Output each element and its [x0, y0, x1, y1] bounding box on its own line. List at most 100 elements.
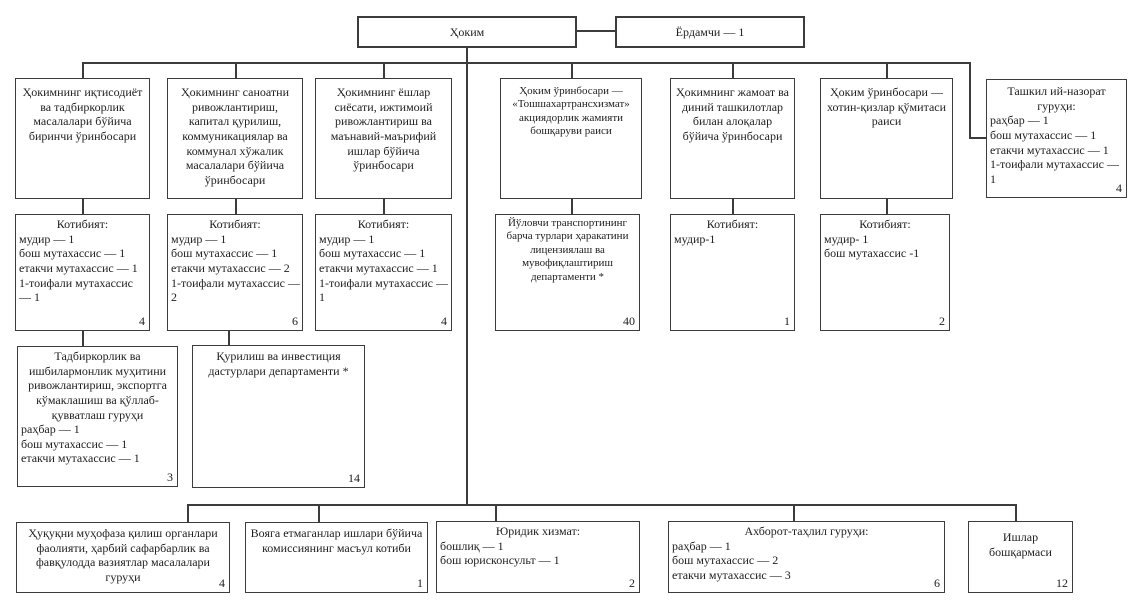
headcount-badge: 14	[348, 471, 360, 486]
staff-line: раҳбар — 1	[21, 422, 80, 437]
box-title: Котибият:	[209, 217, 261, 231]
box-business-group: Тадбиркорлик ва ишбилармонлик муҳитини р…	[17, 346, 178, 487]
box-law-enforcement-group: Ҳуқуқни муҳофаза қилиш органлари фаолият…	[16, 522, 230, 593]
box-title: Ҳоким ўринбосари — «Тошшахартрансхизмат»…	[512, 85, 630, 138]
staff-list: раҳбар — 1 бош мутахассис — 1 етакчи мут…	[18, 422, 177, 466]
box-deputy-public-religious: Ҳокимнинг жамоат ва диний ташкилотлар би…	[670, 78, 795, 199]
staff-line: бош мутахассис — 1	[319, 246, 426, 261]
staff-line: мудир-1	[674, 231, 716, 246]
box-title: Ҳокимнинг ёшлар сиёсати, ижтимоий ривожл…	[330, 85, 437, 173]
connector-line	[886, 62, 888, 78]
box-deputy-transport: Ҳоким ўринбосари — «Тошшахартрансхизмат»…	[500, 78, 642, 199]
staff-list: мудир-1	[671, 232, 794, 247]
box-deputy-women: Ҳоким ўринбосари — хотин-қизлар қўмитаси…	[820, 78, 953, 199]
connector-line	[318, 504, 320, 522]
box-affairs-department: Ишлар бошқармаси 12	[968, 521, 1073, 593]
staff-line: етакчи мутахассис — 1	[19, 260, 138, 275]
staff-list: мудир — 1 бош мутахассис — 1 етакчи мута…	[16, 232, 149, 305]
connector-line	[495, 504, 497, 521]
box-legal-service: Юридик хизмат: бошлиқ — 1 бош юрисконсул…	[436, 521, 640, 593]
staff-list: мудир — 1 бош мутахассис — 1 етакчи мута…	[168, 232, 302, 305]
staff-line: бош мутахассис -1	[824, 246, 920, 261]
staff-line: 1-тоифали мутахассис — 1	[319, 275, 448, 305]
box-assistant: Ёрдамчи — 1	[615, 16, 805, 48]
connector-line	[571, 62, 573, 78]
staff-line: 1-тоифали мутахассис — 2	[171, 275, 300, 305]
box-title: Йўловчи транспортининг барча турлари ҳар…	[506, 217, 629, 283]
staff-line: мудир- 1	[824, 231, 869, 246]
box-title: Котибият:	[357, 217, 410, 231]
box-title: Котибият:	[859, 217, 911, 231]
box-title: Ҳокимнинг жамоат ва диний ташкилотлар би…	[675, 85, 789, 143]
connector-line	[82, 331, 84, 346]
connector-line	[82, 62, 84, 78]
staff-line: бошлиқ — 1	[440, 538, 504, 553]
staff-line: етакчи мутахассис — 3	[672, 567, 791, 582]
connector-line	[82, 199, 84, 214]
staff-line: бош мутахассис — 1	[171, 246, 278, 261]
headcount-badge: 2	[939, 314, 945, 329]
box-title: Ҳоким ўринбосари — хотин-қизлар қўмитаси…	[826, 85, 947, 129]
connector-line	[571, 199, 573, 214]
staff-line: мудир — 1	[171, 231, 227, 246]
box-title: Юридик хизмат:	[495, 524, 581, 538]
box-info-analysis-group: Ахборот-таҳлил гуруҳи: раҳбар — 1 бош му…	[668, 521, 945, 593]
headcount-badge: 6	[292, 314, 298, 329]
staff-list: бошлиқ — 1 бош юрисконсульт — 1	[437, 539, 639, 568]
staff-line: мудир — 1	[319, 231, 375, 246]
box-secretariat-1: Котибият: мудир — 1 бош мутахассис — 1 е…	[15, 214, 150, 331]
headcount-badge: 6	[934, 576, 940, 591]
box-hokim-label: Ҳоким	[449, 24, 485, 39]
box-secretariat-4: Котибият: мудир-1 1	[670, 214, 795, 331]
headcount-badge: 4	[219, 576, 225, 591]
staff-line: бош мутахассис — 1	[990, 127, 1097, 142]
box-title: Ташкил ий-назорат гуруҳи:	[1007, 84, 1106, 113]
box-title: Ахборот-таҳлил гуруҳи:	[744, 524, 869, 538]
connector-line	[228, 331, 230, 345]
staff-line: 1-тоифали мутахассис — 1	[990, 157, 1119, 186]
staff-line: раҳбар — 1	[990, 113, 1049, 128]
staff-line: бош мутахассис — 1	[21, 436, 128, 451]
staff-line: етакчи мутахассис — 1	[319, 260, 438, 275]
connector-line	[793, 504, 795, 521]
headcount-badge: 4	[139, 314, 145, 329]
connector-line	[969, 137, 986, 139]
connector-line	[235, 62, 237, 78]
staff-list: мудир- 1 бош мутахассис -1	[821, 232, 949, 261]
connector-line	[969, 62, 971, 139]
box-title: Котибият:	[706, 217, 759, 231]
connector-line	[187, 504, 189, 522]
headcount-badge: 12	[1056, 576, 1068, 591]
box-hokim: Ҳоким	[357, 16, 577, 48]
box-assistant-label: Ёрдамчи — 1	[675, 24, 745, 39]
staff-line: мудир — 1	[19, 231, 75, 246]
staff-line: етакчи мутахассис — 1	[21, 451, 140, 466]
staff-line: етакчи мутахассис — 2	[171, 260, 290, 275]
connector-line	[383, 62, 385, 78]
staff-line: бош мутахассис — 2	[672, 553, 779, 568]
box-construction-department: Қурилиш ва инвестиция дастурлари департа…	[192, 345, 365, 488]
box-org-control-group: Ташкил ий-назорат гуруҳи: раҳбар — 1 бош…	[986, 79, 1127, 198]
headcount-badge: 1	[417, 576, 423, 591]
connector-line	[1015, 504, 1017, 521]
box-deputy-industry: Ҳокимнинг саноатни ривожлантириш, капита…	[167, 78, 303, 199]
box-title: Қурилиш ва инвестиция дастурлари департа…	[208, 349, 349, 378]
headcount-badge: 40	[623, 314, 635, 329]
staff-list: мудир — 1 бош мутахассис — 1 етакчи мута…	[316, 232, 451, 305]
headcount-badge: 2	[629, 576, 635, 591]
box-secretariat-2: Котибият: мудир — 1 бош мутахассис — 1 е…	[167, 214, 303, 331]
staff-line: етакчи мутахассис — 1	[990, 142, 1109, 157]
headcount-badge: 4	[1116, 181, 1122, 196]
staff-line: 1-тоифали мутахассис — 1	[19, 275, 133, 305]
box-title: Ҳокимнинг саноатни ривожлантириш, капита…	[180, 85, 290, 187]
box-title: Ҳокимнинг иқтисодиёт ва тадбиркорлик мас…	[22, 85, 143, 143]
connector-line	[732, 199, 734, 214]
box-secretariat-5: Котибият: мудир- 1 бош мутахассис -1 2	[820, 214, 950, 331]
box-transport-department: Йўловчи транспортининг барча турлари ҳар…	[495, 214, 640, 331]
connector-line	[187, 504, 1017, 506]
box-secretariat-3: Котибият: мудир — 1 бош мутахассис — 1 е…	[315, 214, 452, 331]
headcount-badge: 3	[167, 470, 173, 485]
box-minors-secretary: Вояга етмаганлар ишлари бўйича комиссиян…	[245, 522, 428, 593]
connector-line	[383, 199, 385, 214]
